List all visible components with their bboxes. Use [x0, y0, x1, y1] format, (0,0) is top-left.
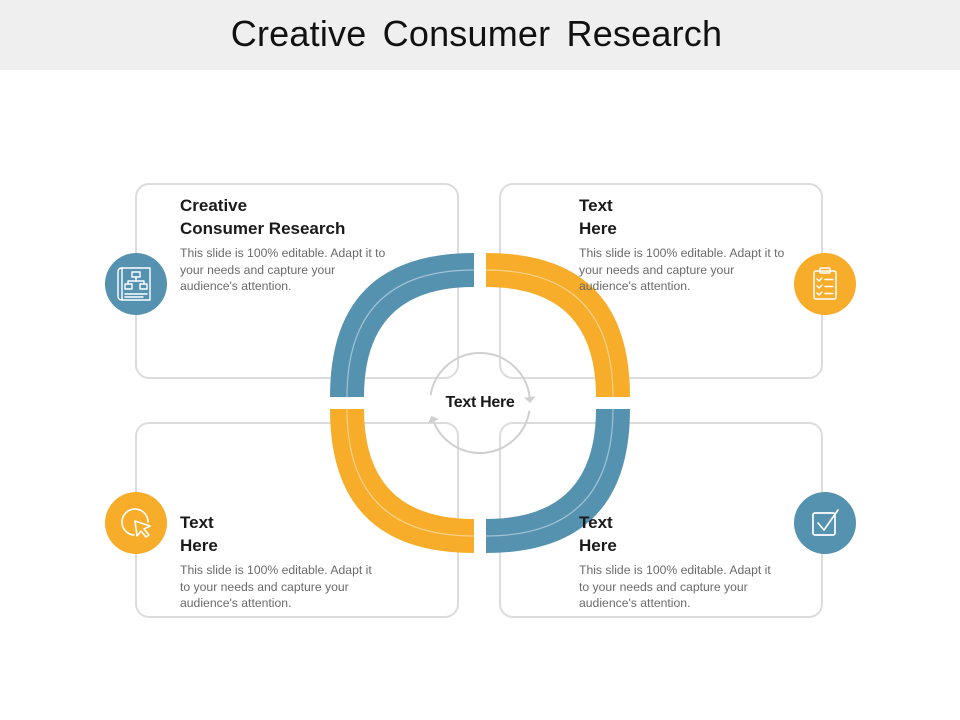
ring-segment-bottom-right	[486, 409, 630, 553]
cycle-arrow-bottom	[432, 410, 531, 454]
card-text-bottom-left: Text Here This slide is 100% editable. A…	[180, 511, 382, 612]
card-heading: Text Here	[180, 513, 218, 555]
flowchart-document-icon	[105, 253, 167, 315]
ring-segment-bottom-left-highlight	[346, 408, 475, 537]
card-body: This slide is 100% editable. Adapt it to…	[180, 563, 372, 610]
card-body: This slide is 100% editable. Adapt it to…	[579, 563, 771, 610]
cycle-arrow-top	[429, 352, 531, 398]
title-bar	[0, 0, 960, 70]
ring-segment-top-left	[330, 253, 474, 397]
checkbox-icon	[794, 492, 856, 554]
card-text-top-left: Creative Consumer Research This slide is…	[180, 194, 395, 295]
ring-segment-bottom-left	[330, 409, 474, 553]
card-heading: Text Here	[579, 513, 617, 555]
cycle-arrow-bottom-head	[427, 415, 440, 424]
card-text-top-right: Text Here This slide is 100% editable. A…	[579, 194, 794, 295]
ring-segment-top-left-highlight	[346, 269, 475, 398]
cycle-arrow-top-head	[523, 396, 536, 403]
center-label: Text Here	[445, 394, 515, 411]
ring-segment-bottom-right-highlight	[485, 408, 614, 537]
card-text-bottom-right: Text Here This slide is 100% editable. A…	[579, 511, 781, 612]
clipboard-checklist-icon	[794, 253, 856, 315]
card-heading: Text Here	[579, 196, 617, 238]
card-heading: Creative Consumer Research	[180, 196, 346, 238]
ring-segment-top-right	[486, 253, 630, 397]
card-body: This slide is 100% editable. Adapt it to…	[579, 246, 785, 293]
cursor-click-icon	[105, 492, 167, 554]
slide-title: Creative Consumer Research	[230, 13, 723, 54]
card-body: This slide is 100% editable. Adapt it to…	[180, 246, 386, 293]
ring-segment-top-right-highlight	[485, 269, 614, 398]
